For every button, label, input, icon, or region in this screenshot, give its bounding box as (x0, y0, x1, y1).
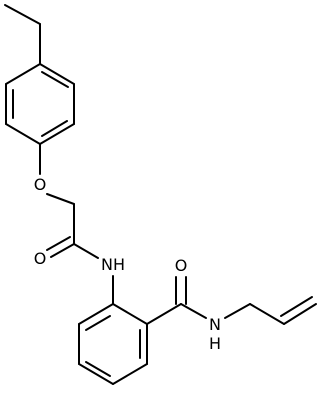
ring1-double-1 (41, 71, 69, 88)
ether-oxygen-label: O (34, 175, 47, 194)
amide2-h-label: H (209, 334, 221, 353)
ring2-bond-3 (112, 363, 148, 385)
carbonyl1-double-a (50, 243, 75, 258)
allyl-chain (224, 296, 317, 325)
amide2-oxygen-label: O (175, 256, 188, 275)
acetamide-group: O NH (34, 236, 125, 305)
ring2-bond-1 (112, 303, 148, 325)
bond-ch3-ch2 (4, 4, 41, 25)
amide2-n-label: N (209, 315, 221, 334)
benzamide-ring (78, 303, 148, 385)
ring2-double-3 (85, 361, 111, 377)
ethyl-group (4, 4, 41, 65)
bond-n-ch2 (224, 303, 251, 319)
ring1-double-2 (41, 120, 68, 137)
ring2-double-1 (85, 315, 111, 331)
bond-ch2-ch (249, 303, 285, 325)
vinyl-double-a (283, 303, 317, 325)
ring1-bond-6 (5, 63, 41, 85)
amide1-oxygen-label: O (34, 249, 47, 268)
bond-carbonyl2-n (180, 303, 207, 319)
carbonyl1-double-b (46, 236, 71, 251)
ring2-bond-4 (78, 363, 114, 385)
phenoxy-ring (5, 63, 75, 145)
ring1-bond-3 (39, 123, 75, 145)
ring2-bond-6 (78, 303, 114, 325)
vinyl-double-b (280, 296, 313, 317)
ring1-bond-4 (5, 123, 41, 145)
bond-o-ch2 (46, 193, 75, 205)
amide1-nh-label: NH (101, 255, 125, 274)
ether-linker: O (34, 143, 75, 245)
ring1-bond-1 (39, 63, 75, 85)
bond-ring-carbonyl2 (146, 303, 182, 325)
bond-carbonyl1-nh (73, 243, 99, 259)
allyl-carboxamide-group: O N H (146, 256, 221, 353)
